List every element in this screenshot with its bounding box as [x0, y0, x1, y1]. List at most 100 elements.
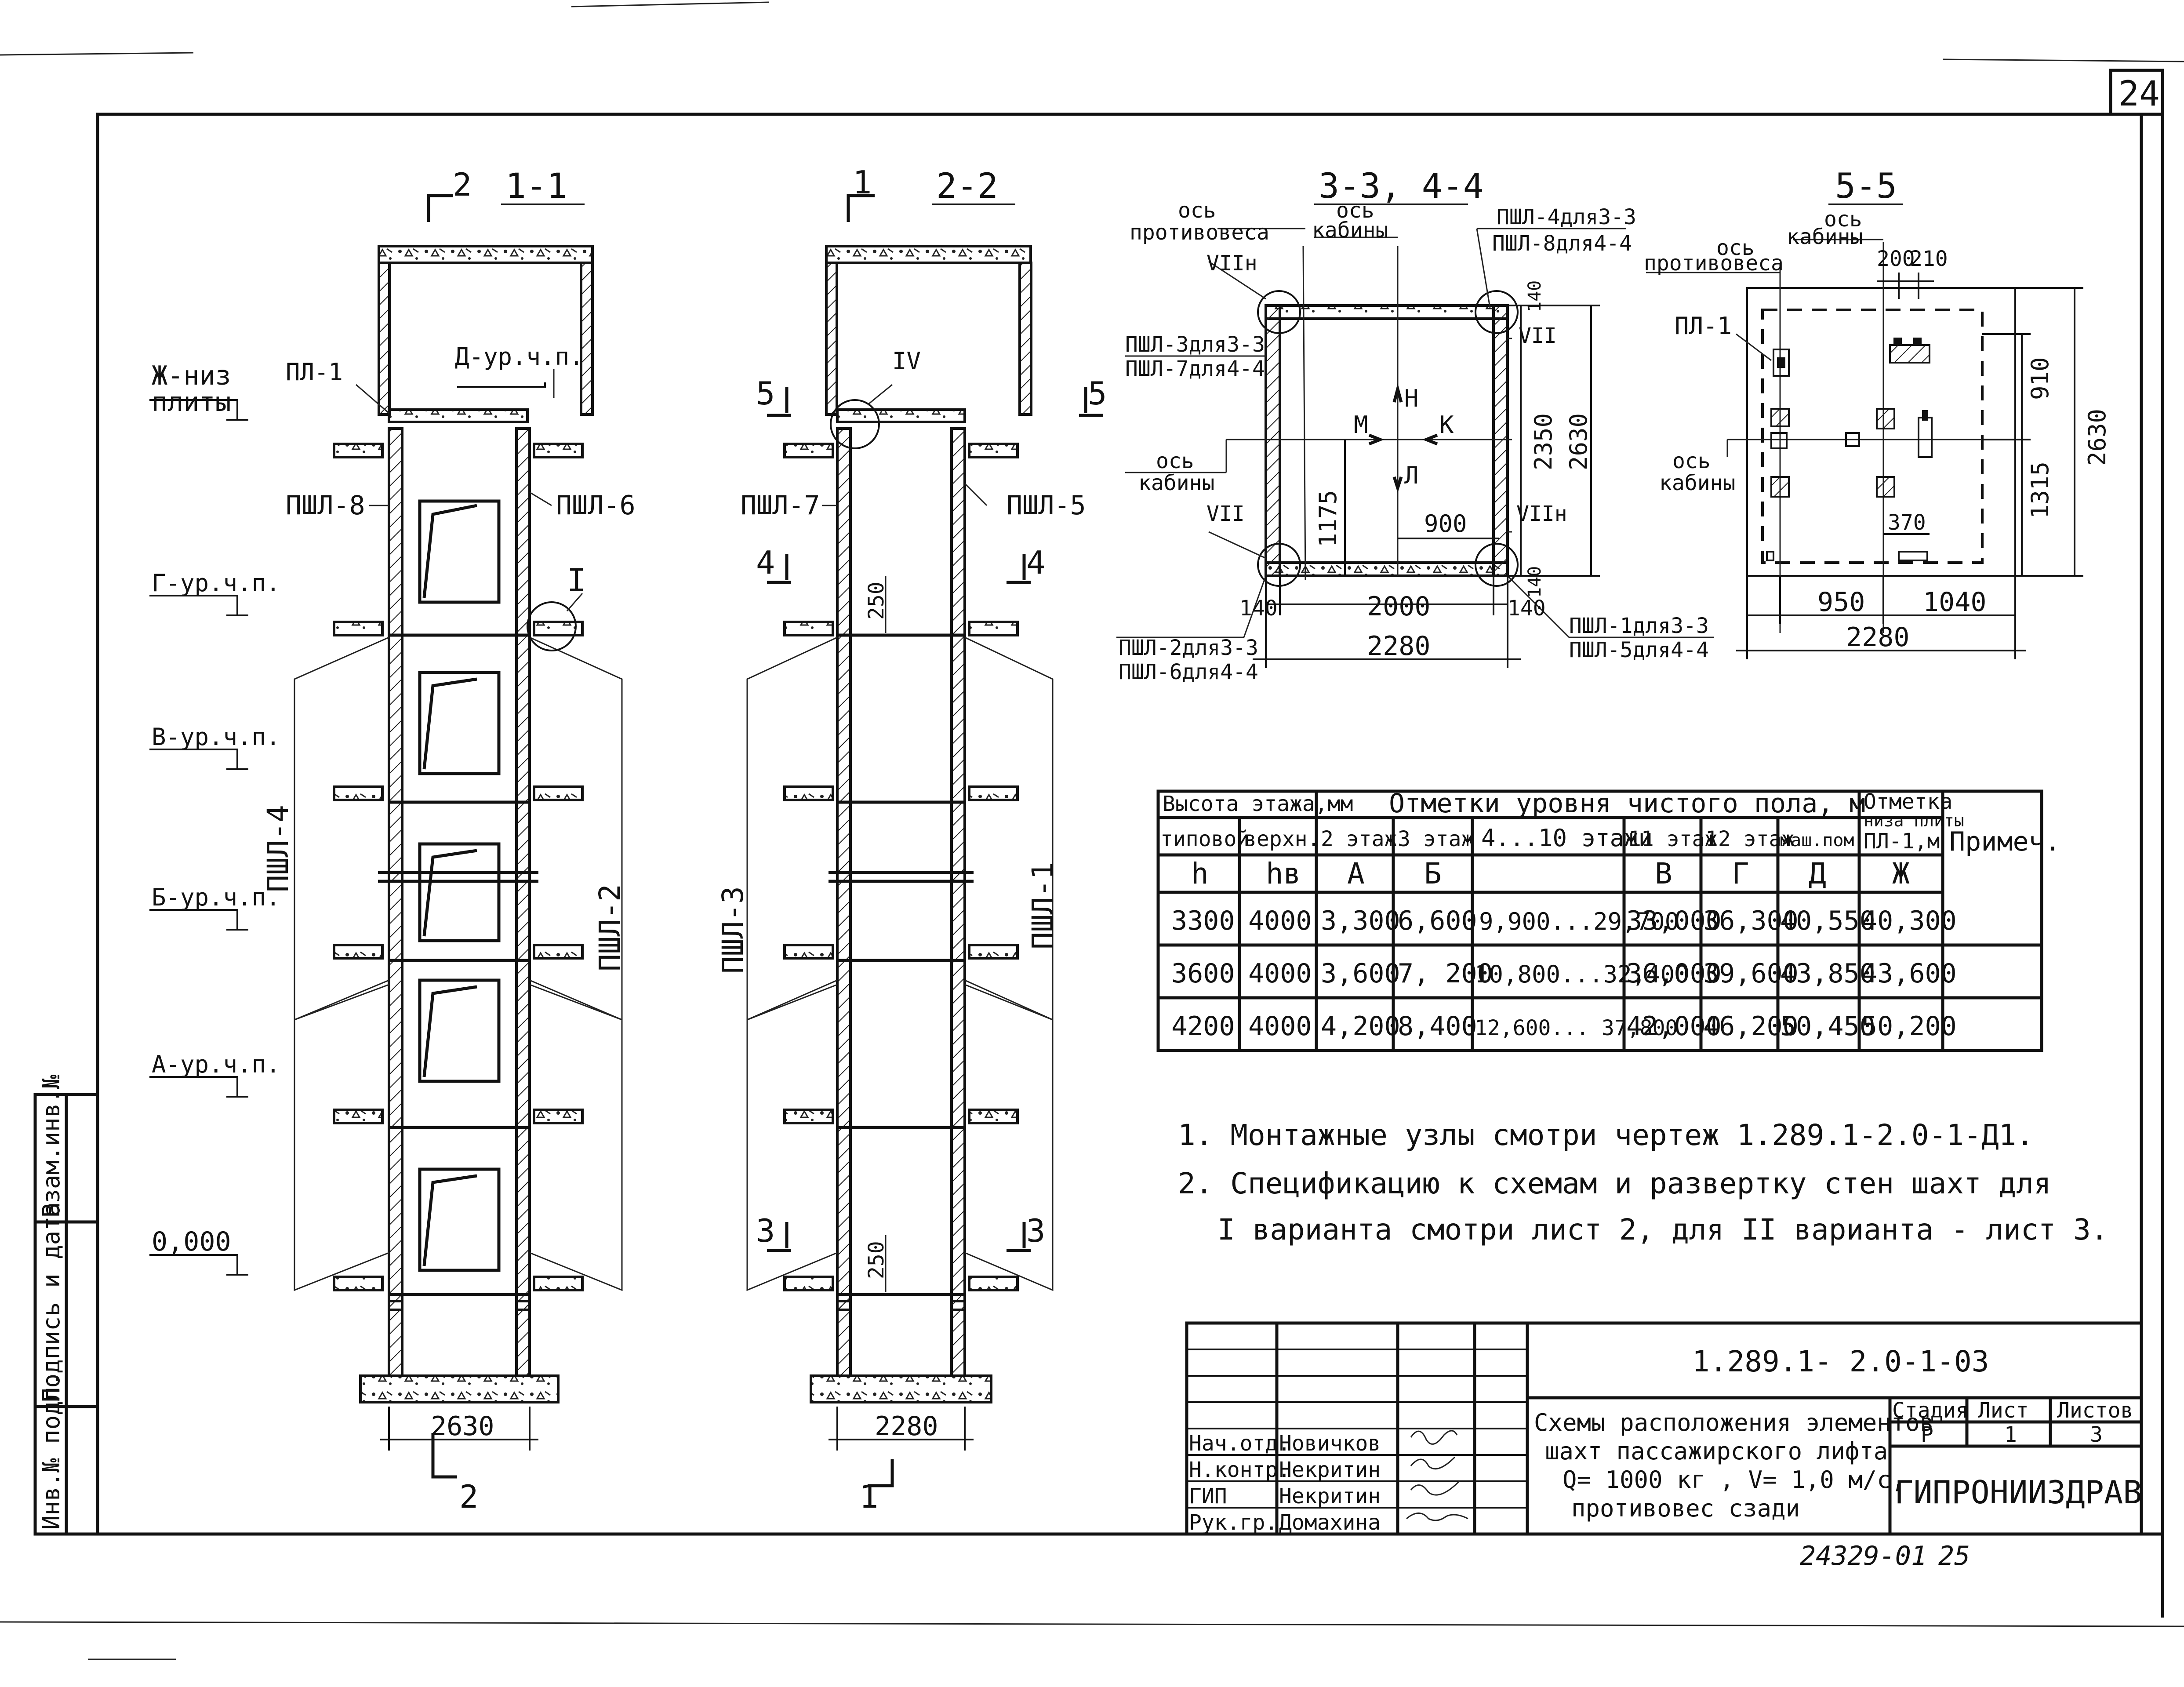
table-cell: 33,000	[1626, 905, 1722, 936]
pshl8-label: ПШЛ-8	[286, 490, 365, 521]
note-2: 2. Спецификацию к схемам и развертку сте…	[1178, 1167, 2051, 1200]
table-sub-3: 3 этаж	[1398, 827, 1474, 851]
table-cell: 39,600	[1703, 958, 1799, 989]
plan33-dim-140-bot: 140	[1525, 566, 1545, 598]
plan33-pshl8: ПШЛ-8для4-4	[1492, 231, 1632, 256]
table-cell: 46,200	[1703, 1011, 1799, 1042]
stamp-listov-header: Листов	[2057, 1398, 2133, 1423]
levels-table	[1156, 789, 2043, 1052]
stamp-role-0: Нач.отд.	[1189, 1431, 1290, 1456]
table-sym-5: В	[1655, 857, 1672, 891]
plan33-os-kabiny: ось	[1336, 198, 1374, 223]
pshl5-label: ПШЛ-5	[1007, 490, 1086, 521]
table-row-2: 4200 4000 4,200 8,400 12,600... 37,800 4…	[1171, 1011, 1957, 1042]
plan55-dim-2630: 2630	[2083, 409, 2111, 466]
stamp-listov: 3	[2090, 1422, 2103, 1447]
sheet-number: 24	[2119, 74, 2160, 114]
node-i-label: I	[567, 562, 586, 599]
plan33-axis-m: М	[1354, 411, 1368, 439]
table-sub-2: 2 этаж	[1321, 827, 1397, 851]
table-cell: 36,000	[1626, 958, 1722, 989]
archive-number: 24329-01	[1800, 1541, 1927, 1571]
side-stamp-inv: Инв.№ подл.	[37, 1372, 65, 1530]
table-sym-6: Г	[1732, 857, 1749, 891]
level-a-label: А-ур.ч.п.	[152, 1051, 280, 1078]
table-cell: 4000	[1248, 905, 1312, 936]
stamp-list-header: Лист	[1978, 1398, 2029, 1423]
plan33-pshl1: ПШЛ-1для3-3	[1569, 614, 1709, 638]
table-cell: 4200	[1171, 1011, 1235, 1042]
table-cell: 3,300	[1321, 905, 1400, 936]
table-row-0: 3300 4000 3,300 6,600 9,900...29,700 33,…	[1171, 905, 1957, 936]
cut-mark-2-top: 2	[453, 166, 472, 203]
table-cell: 12,600... 37,800	[1475, 1016, 1678, 1040]
plan33-kabiny-2: кабины	[1138, 471, 1214, 495]
plan33-node-7: VII	[1519, 324, 1557, 348]
plan33-pshl4: ПШЛ-4для3-3	[1497, 205, 1636, 229]
stamp-title-1: Схемы расположения элементов	[1534, 1409, 1934, 1436]
pshl6-label: ПШЛ-6	[556, 490, 636, 521]
plan33-pshl2: ПШЛ-2для3-3	[1119, 636, 1258, 660]
plan33-node-7n: VIIн	[1206, 251, 1257, 276]
table-cell: 9,900...29,700	[1479, 908, 1679, 935]
plan33-dim-2000: 2000	[1367, 591, 1431, 622]
plan33-pshl5: ПШЛ-5для4-4	[1569, 638, 1709, 662]
plan-3-3	[1116, 228, 1714, 668]
table-cell: 50,200	[1861, 1011, 1957, 1042]
stamp-title-4: противовес сзади	[1571, 1494, 1800, 1522]
stamp-role-3: Рук.гр.	[1189, 1510, 1278, 1535]
table-sym-1: hв	[1266, 857, 1301, 891]
level-g-label: Г-ур.ч.п.	[152, 569, 280, 597]
table-cell: 43,850	[1780, 958, 1875, 989]
plan33-os-kabiny-2: ось	[1156, 449, 1194, 473]
section-2-2-title: 2-2	[936, 167, 998, 206]
plan55-kabiny: кабины	[1787, 225, 1863, 249]
plan33-dim-140-top: 140	[1525, 280, 1545, 312]
cut-mark-5-left: 5	[756, 375, 775, 412]
table-cell: 4000	[1248, 958, 1312, 989]
section-1-1-title: 1-1	[505, 167, 567, 206]
pshl7-label: ПШЛ-7	[741, 490, 820, 521]
plan55-pl1: ПЛ-1	[1675, 312, 1732, 340]
table-cell: 50,450	[1780, 1011, 1875, 1042]
plan55-dim-1315: 1315	[2026, 462, 2054, 519]
plan33-axis-k: К	[1439, 411, 1454, 439]
table-cell: 8,400	[1398, 1011, 1477, 1042]
table-sym-8: Ж	[1892, 857, 1910, 891]
stamp-list: 1	[2004, 1422, 2017, 1447]
plan55-dim-200: 200	[1877, 247, 1915, 271]
table-sym-7: Д	[1809, 857, 1826, 891]
table-cell: 3300	[1171, 905, 1235, 936]
table-sub-5: 11 этаж	[1628, 827, 1717, 851]
plan33-os-protivovesa: ось	[1178, 198, 1216, 223]
plan33-axis-l: Л	[1404, 462, 1419, 489]
table-sub-1: верхн.	[1244, 827, 1320, 851]
stamp-stadiya: Р	[1921, 1422, 1933, 1447]
cut-mark-1-bottom: 1	[859, 1478, 878, 1515]
plan55-os-protiv: ось	[1716, 236, 1755, 260]
plan33-node-7n2: VIIн	[1516, 502, 1567, 526]
table-h-slab: Отметка	[1864, 789, 1952, 814]
side-stamp-vzam: Взам.инв.№	[37, 1074, 65, 1218]
plan-5-5	[1646, 239, 2083, 659]
plan33-dim-2280: 2280	[1367, 631, 1431, 662]
stamp-name-0: Новичков	[1279, 1431, 1381, 1456]
table-sym-0: h	[1191, 857, 1209, 891]
plan55-os-kab-2: ось	[1672, 449, 1711, 473]
table-sub-4: 4...10 этажи	[1481, 824, 1653, 852]
stamp-name-1: Некритин	[1279, 1458, 1381, 1482]
table-sub-8: ПЛ-1,м	[1864, 829, 1940, 854]
cut-mark-4-right: 4	[1026, 544, 1045, 581]
stamp-role-2: ГИП	[1189, 1484, 1227, 1509]
cut-mark-4-left: 4	[756, 544, 775, 581]
plan55-dim-1040: 1040	[1923, 587, 1987, 618]
plan33-dim-140-left: 140	[1239, 596, 1278, 621]
pshl3-label: ПШЛ-3	[716, 886, 750, 974]
plan33-protivovesa: противовеса	[1130, 220, 1269, 245]
side-stamp-sign: Подпись и дата	[37, 1202, 65, 1402]
pshl2-label: ПШЛ-2	[593, 884, 627, 971]
table-cell: 10,800...32,400	[1475, 960, 1689, 988]
stamp-name-2: Некритин	[1279, 1484, 1381, 1509]
cut-mark-2-bottom: 2	[459, 1478, 478, 1515]
